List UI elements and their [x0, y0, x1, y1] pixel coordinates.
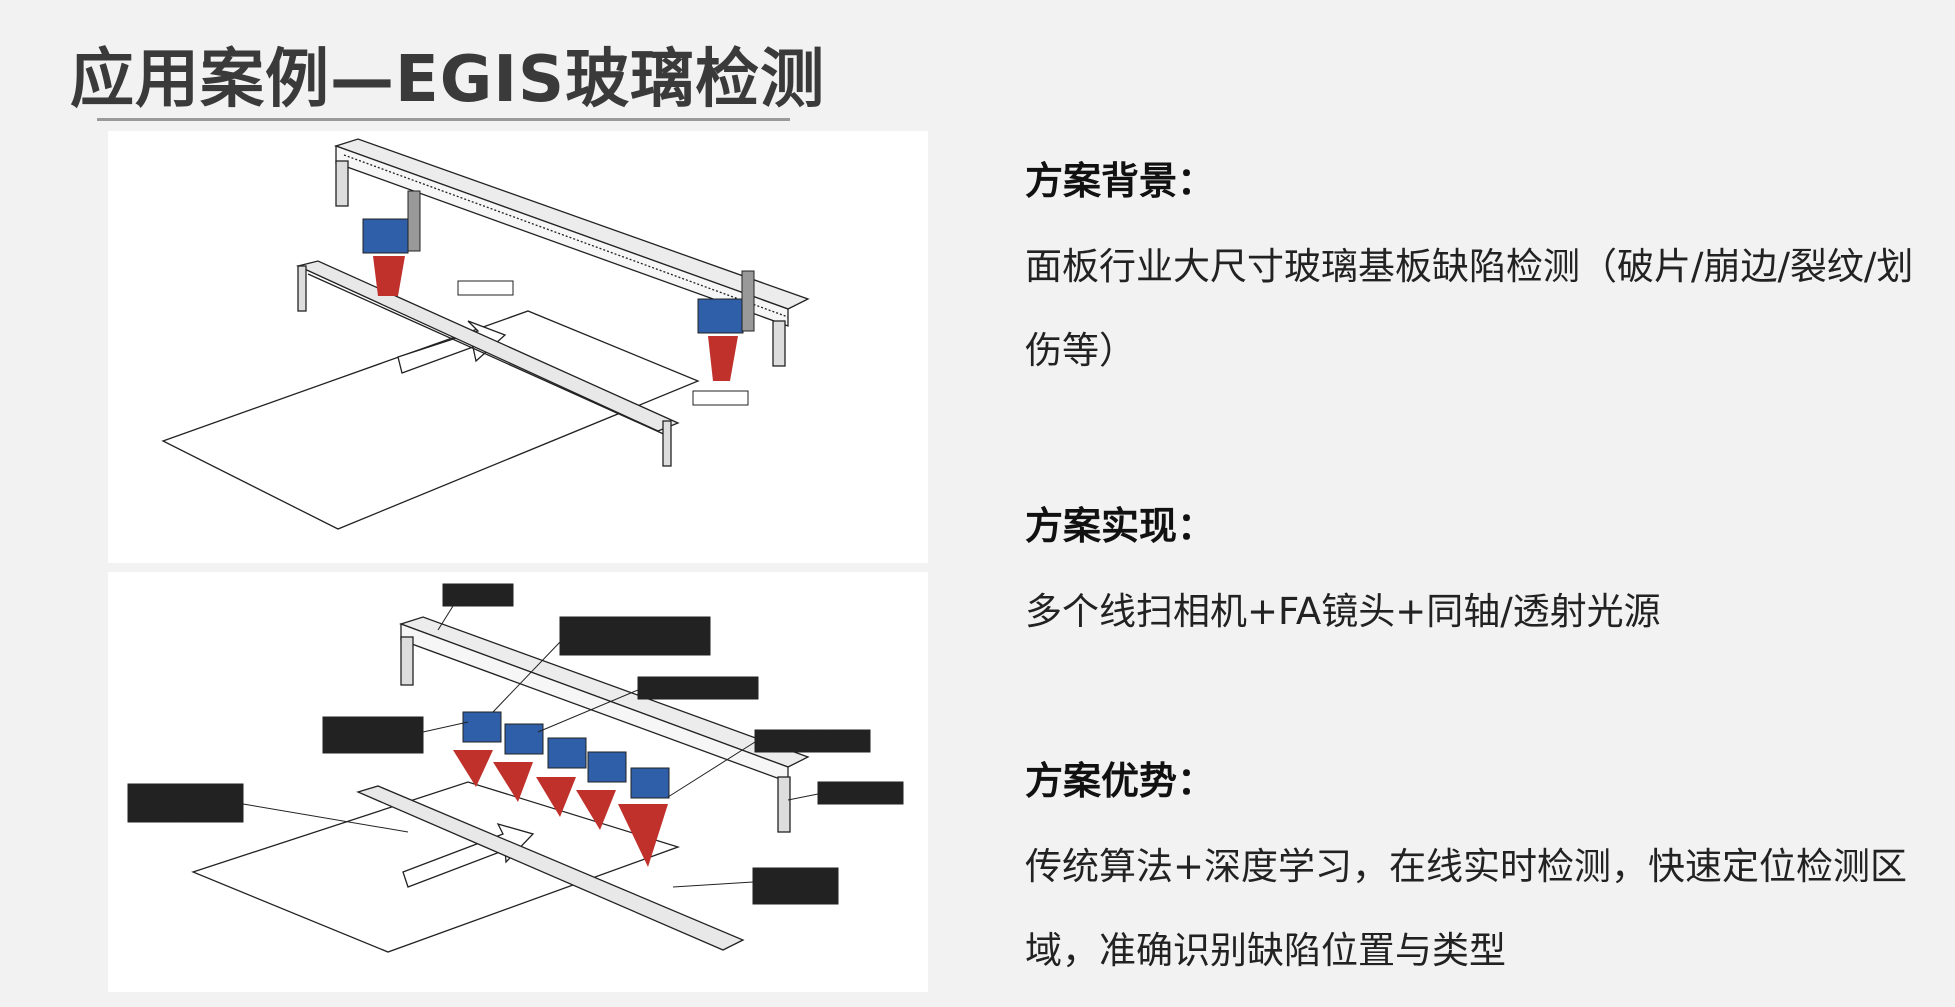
callout-substrate-sub: 925mm，1500mm	[138, 808, 232, 819]
callout-trough-text: 线槽	[465, 589, 491, 604]
section-body: 多个线扫相机+FA镜头+同轴/透射光源	[1025, 590, 1661, 633]
page-title: 应用案例—EGIS玻璃检测	[70, 43, 826, 117]
callout-substrate	[127, 783, 244, 823]
section-advantages: 方案优势： 传统算法+深度学习，在线实时检测，快速定位检测区域，准确识别缺陷位置…	[1025, 750, 1925, 993]
callout-backlight-sub: L=1000mm	[766, 891, 825, 902]
gantry-overview-drawing	[108, 131, 928, 563]
bottom-rail-2	[356, 785, 745, 951]
camera-array-drawing: 线槽 镜头 (工作距离230mm，视野200mm) Dalsa 4K 5只 微调…	[108, 572, 928, 992]
gantry-overview-svg	[161, 138, 810, 530]
callout-coaxial	[754, 729, 871, 753]
callout-profile	[817, 781, 904, 805]
callout-fine-tune	[322, 716, 424, 754]
section-heading: 方案优势：	[1025, 759, 1216, 803]
callout-profile-text: 固定型材	[834, 787, 886, 802]
callout-backlight	[752, 867, 839, 905]
section-background: 方案背景： 面板行业大尺寸玻璃基板缺陷检测（破片/崩边/裂纹/划伤等）	[1025, 150, 1925, 393]
section-heading: 方案背景：	[1025, 159, 1216, 203]
callout-lens-sub: (工作距离230mm，视野200mm)	[565, 640, 704, 652]
callout-fine-tune-sub: XY±10mm	[346, 740, 400, 751]
callout-camera-text: Dalsa 4K 5只	[657, 682, 740, 697]
callout-lens	[559, 616, 711, 656]
callout-camera	[637, 676, 759, 700]
callout-trough	[442, 583, 514, 607]
section-implementation: 方案实现： 多个线扫相机+FA镜头+同轴/透射光源	[1025, 495, 1925, 654]
camera-right	[697, 270, 755, 381]
section-body: 传统算法+深度学习，在线实时检测，快速定位检测区域，准确识别缺陷位置与类型	[1025, 845, 1908, 972]
title-underline	[97, 118, 790, 121]
camera-array-svg: 线槽 镜头 (工作距离230mm，视野200mm) Dalsa 4K 5只 微调…	[127, 583, 904, 953]
glass-plate	[161, 310, 700, 530]
callout-lens-text: 镜头	[622, 622, 648, 637]
callout-backlight-text: 背光源	[775, 872, 814, 887]
bottom-rail	[296, 260, 680, 432]
callout-fine-tune-text: 微调模块	[347, 721, 399, 736]
callout-substrate-text: 玻璃基板	[159, 789, 211, 804]
section-heading: 方案实现：	[1025, 504, 1216, 548]
section-body: 面板行业大尺寸玻璃基板缺陷检测（破片/崩边/裂纹/划伤等）	[1025, 245, 1914, 372]
camera-left	[362, 190, 421, 296]
camera-array	[453, 711, 670, 867]
callout-coaxial-text: 同轴光	[792, 735, 831, 750]
